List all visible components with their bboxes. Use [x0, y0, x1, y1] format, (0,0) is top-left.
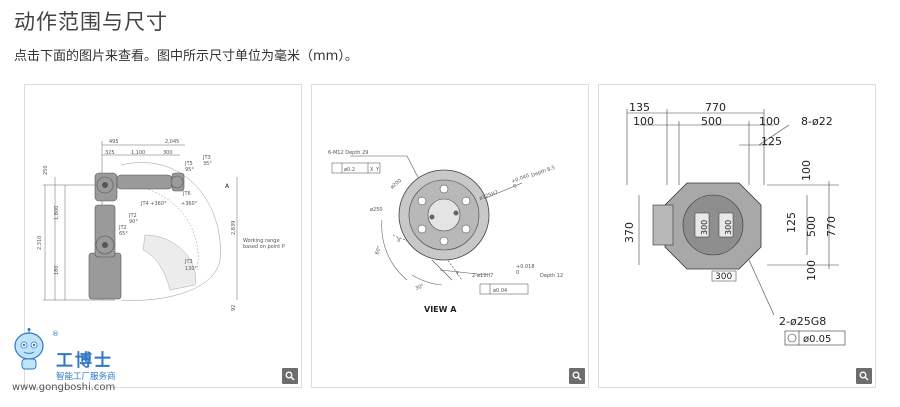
- label-view-a: VIEW A: [424, 305, 457, 314]
- label-jt6-deg: +360°: [181, 201, 198, 207]
- magnifier-icon: [285, 371, 295, 381]
- dim-770-right: 770: [825, 216, 838, 237]
- view-a-diagram: 6-M12 Depth 29 ø0.2 X Y ø200 ø250 ø125H7…: [328, 150, 563, 314]
- diagram-card-view-a[interactable]: 6-M12 Depth 29 ø0.2 X Y ø200 ø250 ø125H7…: [311, 84, 589, 388]
- label-jt3-top-deg: 35°: [203, 161, 212, 167]
- dim-370: 370: [623, 222, 636, 243]
- label-jt2b: JT2: [118, 225, 127, 231]
- dim-135: 135: [629, 101, 650, 114]
- diagram-card-working-range[interactable]: 495 2,045 325 1,100 300 JT3 35° A JT5 95…: [24, 84, 302, 388]
- label-d12-tol-lo: 0: [516, 270, 519, 276]
- label-jt3-bottom: JT3: [184, 259, 193, 265]
- dim-500: 500: [701, 115, 722, 128]
- dim-300-center-right: 300: [724, 220, 733, 235]
- label-axis-x: X: [397, 238, 401, 244]
- diagram-card-base[interactable]: 135 770 100 500 100 8-ø22 125 100 125 50…: [598, 84, 876, 388]
- page-title: 动作范围与尺寸: [14, 10, 168, 34]
- dim-770: 770: [705, 101, 726, 114]
- dim-300-bottom: 300: [715, 272, 732, 282]
- zoom-button-working-range[interactable]: [282, 368, 298, 384]
- dim-100-right-top: 100: [800, 160, 813, 181]
- label-jt2b-deg: 65°: [119, 231, 128, 237]
- label-jt2-deg: 90°: [129, 219, 138, 225]
- label-angle-60: 60°: [374, 245, 383, 256]
- label-jt5-deg: 95°: [185, 167, 194, 173]
- label-depth-12: Depth 12: [540, 273, 563, 279]
- dim-8-d22: 8-ø22: [801, 115, 833, 128]
- label-tolerance-005: ø0.05: [803, 334, 831, 345]
- dim-300: 300: [163, 150, 173, 156]
- dim-100-right: 100: [759, 115, 780, 128]
- label-a-mark: A: [225, 183, 230, 190]
- base-diagram: 135 770 100 500 100 8-ø22 125 100 125 50…: [623, 101, 846, 346]
- dim-2045: 2,045: [165, 139, 179, 145]
- dim-1100: 1,100: [131, 150, 145, 156]
- label-depth-85: Depth 8.5: [531, 165, 556, 179]
- dim-2839: 2,839: [231, 221, 237, 235]
- label-tolerance-004: ø0.04: [493, 288, 507, 294]
- working-range-diagram: 495 2,045 325 1,100 300 JT3 35° A JT5 95…: [37, 139, 285, 311]
- label-jt3-bottom-deg: 130°: [185, 266, 198, 272]
- label-d250: ø250: [370, 207, 383, 213]
- label-angle-30: 30°: [415, 283, 426, 292]
- dim-100-left: 100: [633, 115, 654, 128]
- label-d125-tol-up: +0.040: [511, 173, 530, 185]
- dim-125-right: 125: [785, 212, 798, 233]
- label-jt6: JT6: [182, 191, 191, 197]
- zoom-button-view-a[interactable]: [569, 368, 585, 384]
- dim-2-d25g8: 2-ø25G8: [779, 315, 826, 328]
- label-d200: ø200: [389, 178, 403, 191]
- label-jt4: JT4 +360°: [140, 201, 167, 207]
- label-axis-y: Y: [455, 271, 460, 277]
- label-2-d12h7: 2-ø12H7: [472, 273, 493, 279]
- dim-300-center-left: 300: [700, 220, 709, 235]
- dim-92: 92: [231, 305, 237, 311]
- dim-500-right: 500: [805, 216, 818, 237]
- label-d12-tol-up: +0.018: [516, 264, 535, 270]
- dim-180: 180: [54, 265, 60, 275]
- label-d125-tol-lo: 0: [513, 183, 518, 190]
- label-datum-x: X: [370, 167, 374, 173]
- label-m12-depth: 6-M12 Depth 29: [328, 150, 368, 156]
- dim-125-top: 125: [761, 135, 782, 148]
- page-subtitle: 点击下面的图片来查看。图中所示尺寸单位为毫米（mm）。: [14, 49, 358, 64]
- label-jt5: JT5: [184, 161, 193, 167]
- dim-2310: 2,310: [37, 236, 43, 250]
- magnifier-icon: [572, 371, 582, 381]
- dim-100-right-bottom: 100: [805, 260, 818, 281]
- label-working-range: Working range: [243, 238, 280, 244]
- dim-1800: 1,800: [54, 206, 60, 220]
- magnifier-icon: [859, 371, 869, 381]
- zoom-button-base[interactable]: [856, 368, 872, 384]
- label-datum-y: Y: [375, 167, 380, 173]
- dim-250: 250: [43, 165, 49, 175]
- label-jt3-top: JT3: [202, 155, 211, 161]
- label-based-on-point: based on point P: [243, 244, 285, 250]
- label-jt2: JT2: [128, 213, 137, 219]
- dim-495: 495: [109, 139, 119, 145]
- dim-325: 325: [105, 150, 115, 156]
- label-tolerance-02: ø0.2: [344, 167, 355, 173]
